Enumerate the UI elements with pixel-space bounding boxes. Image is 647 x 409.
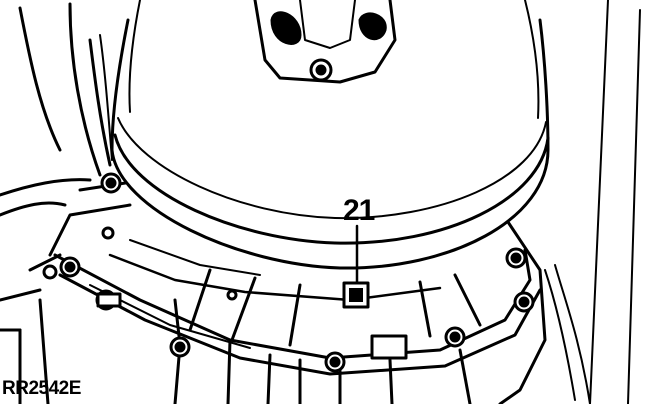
plate-tabs	[98, 294, 406, 358]
frame-lines-right	[545, 0, 640, 404]
figure-code: RR2542E	[2, 378, 81, 399]
callout-label: 21	[343, 194, 375, 227]
housing-background	[0, 4, 140, 215]
gearbox-casing	[0, 168, 545, 404]
callout-leader	[344, 226, 368, 307]
pressure-plate	[112, 0, 548, 268]
center-hub	[255, 0, 395, 82]
